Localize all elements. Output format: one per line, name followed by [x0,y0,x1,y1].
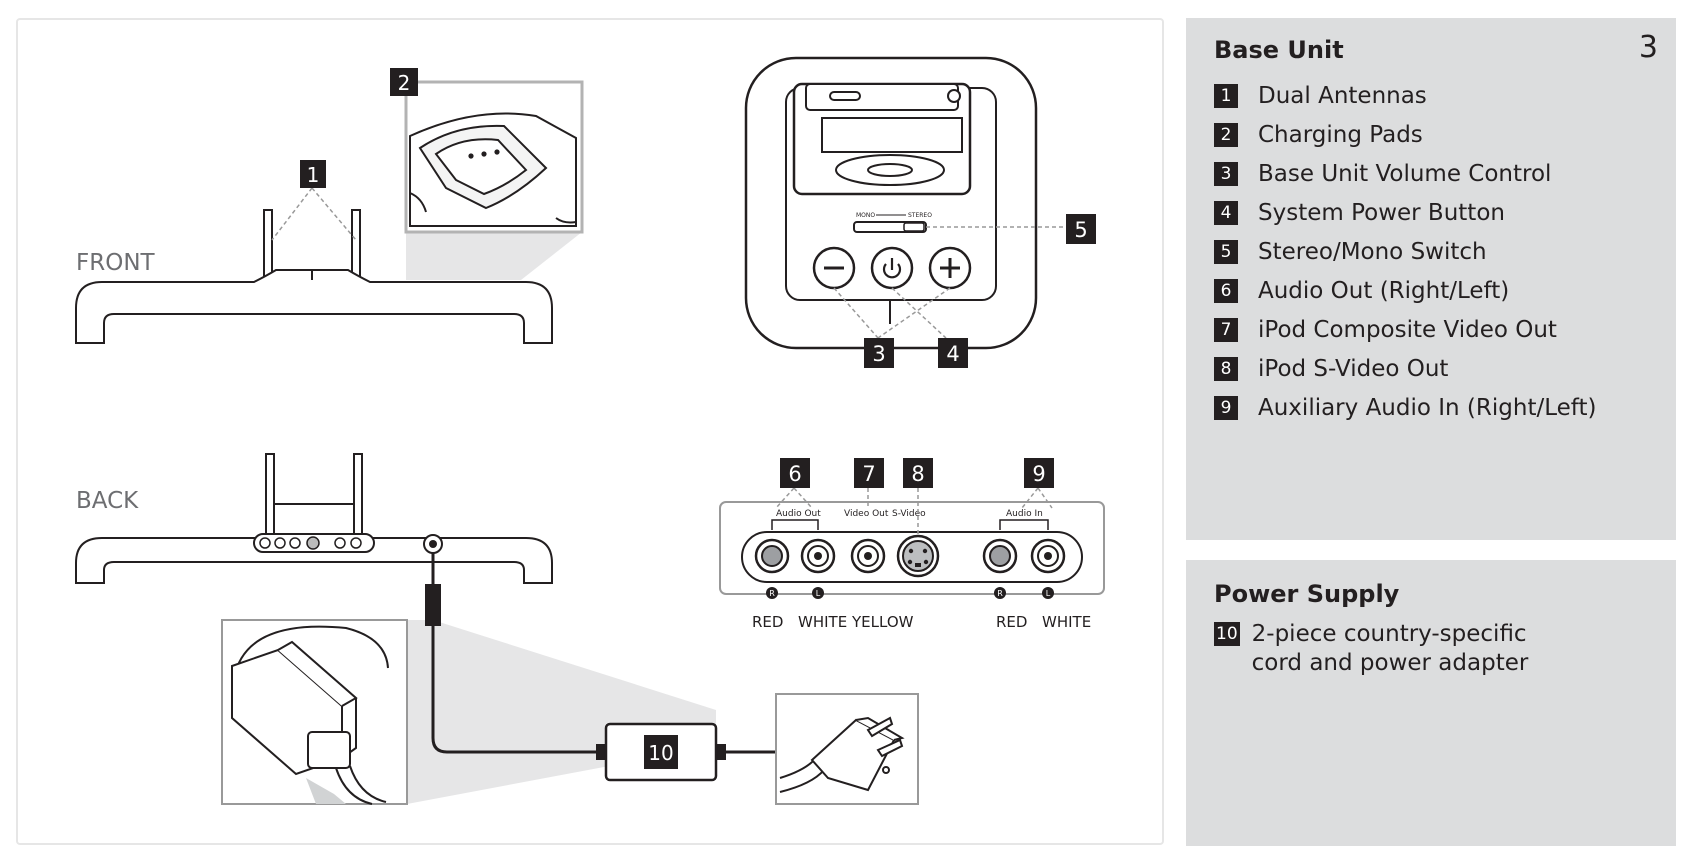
power-supply-line-2: cord and power adapter [1251,650,1529,676]
callout-8: 8 [903,458,933,488]
color-label-yellow: YELLOW [851,613,914,631]
legend-number-badge: 6 [1214,278,1238,303]
list-item: 10 2-piece country-specific cord and pow… [1214,620,1552,678]
callout-6: 6 [780,458,810,488]
base-unit-diagram: FRONT MONO STEREO [75,56,1105,805]
svg-text:1: 1 [307,163,320,187]
svg-text:8: 8 [911,462,924,486]
list-item: 8 iPod S-Video Out [1214,349,1596,388]
svg-text:6: 6 [788,462,801,486]
list-item: 6 Audio Out (Right/Left) [1214,271,1596,310]
svg-text:7: 7 [862,462,875,486]
s-video-group-label: S-Video [892,509,926,519]
s-video-jack [896,534,940,578]
power-supply-legend: Power Supply 10 2-piece country-specific… [1186,560,1676,846]
base-unit-legend: Base Unit 3 1 Dual Antennas 2 Charging Pad… [1186,18,1676,540]
legend-label: iPod S-Video Out [1258,355,1449,382]
callout-5: 5 [1066,214,1096,244]
svg-text:3: 3 [872,342,885,366]
svg-text:4: 4 [946,342,959,366]
channel-l-audio-in: L [1046,589,1051,598]
svg-text:10: 10 [648,741,673,765]
front-label: FRONT [76,250,156,276]
callout-2: 2 [390,68,418,96]
page-number: 3 [1638,30,1658,65]
power-supply-line-1: 2-piece country-specific [1251,621,1527,647]
audio-out-left-jack [800,538,836,574]
volume-down-button [812,246,856,290]
legend-label: System Power Button [1258,199,1505,226]
audio-out-group-label: Audio Out [776,509,821,519]
switch-mono-label: MONO [856,212,875,219]
list-item: 3 Base Unit Volume Control [1214,154,1596,193]
svg-text:2: 2 [398,71,411,95]
channel-r-audio-in: R [997,589,1003,598]
power-supply-diagram [221,553,919,805]
power-button [870,246,914,290]
video-out-group-label: Video Out [844,509,889,519]
color-label-red-2: RED [996,613,1027,631]
legend-label: Charging Pads [1258,121,1423,148]
legend-number-badge: 9 [1214,395,1238,420]
audio-out-right-jack [754,538,790,574]
svg-text:9: 9 [1032,462,1045,486]
channel-l-audio-out: L [816,589,821,598]
switch-stereo-label: STEREO [908,212,932,219]
legend-number-badge: 1 [1214,83,1238,108]
callout-1: 1 [300,160,326,188]
volume-up-button [928,246,972,290]
list-item: 5 Stereo/Mono Switch [1214,232,1596,271]
legend-number-badge: 8 [1214,356,1238,381]
legend-number-badge: 5 [1214,239,1238,264]
audio-in-right-jack [982,538,1018,574]
legend-number-badge: 3 [1214,161,1238,186]
list-item: 2 Charging Pads [1214,115,1596,154]
channel-r-audio-out: R [769,589,775,598]
callout-9: 9 [1024,458,1054,488]
video-out-jack [850,538,886,574]
callout-7: 7 [854,458,884,488]
list-item: 4 System Power Button [1214,193,1596,232]
audio-in-group-label: Audio In [1006,509,1043,519]
audio-in-left-jack [1030,538,1066,574]
port-panel: Audio Out Video Out S-Video Audio In [719,487,1105,631]
list-item: 7 iPod Composite Video Out [1214,310,1596,349]
list-item: 9 Auxiliary Audio In (Right/Left) [1214,388,1596,427]
callout-4: 4 [938,338,968,368]
back-label: BACK [76,488,139,514]
legend-label: Auxiliary Audio In (Right/Left) [1258,394,1597,421]
legend-number-badge: 10 [1214,622,1240,646]
legend-label: 2-piece country-specific cord and power … [1252,620,1552,678]
legend-label: iPod Composite Video Out [1258,316,1557,343]
legend-number-badge: 7 [1214,317,1238,342]
list-item: 1 Dual Antennas [1214,76,1596,115]
front-view: FRONT [75,80,584,344]
callout-3: 3 [864,338,894,368]
callout-badges: 1 2 3 4 5 6 7 8 [300,68,1096,769]
callout-10: 10 [644,735,678,769]
base-unit-title: Base Unit [1214,36,1344,64]
base-unit-items: 1 Dual Antennas 2 Charging Pads 3 Base Unit… [1214,76,1596,427]
top-view: MONO STEREO [744,56,1066,350]
power-supply-title: Power Supply [1214,580,1400,608]
legend-label: Stereo/Mono Switch [1258,238,1487,265]
back-view: BACK [75,453,553,584]
legend-label: Audio Out (Right/Left) [1258,277,1510,304]
color-label-white: WHITE [798,613,847,631]
legend-number-badge: 4 [1214,200,1238,225]
legend-number-badge: 2 [1214,122,1238,147]
color-label-white-2: WHITE [1042,613,1091,631]
legend-label: Base Unit Volume Control [1258,160,1552,187]
legend-label: Dual Antennas [1258,82,1427,109]
color-label-red: RED [752,613,783,631]
svg-text:5: 5 [1074,218,1087,242]
